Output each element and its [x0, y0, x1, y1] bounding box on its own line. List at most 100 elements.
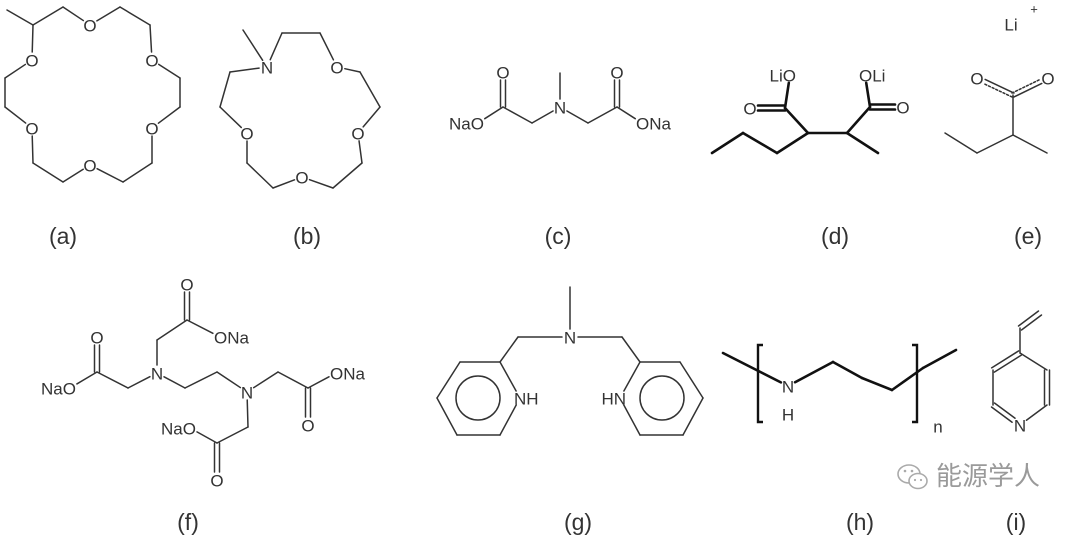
bond — [566, 110, 589, 124]
bond — [783, 106, 810, 135]
bond — [242, 29, 264, 62]
bond — [775, 131, 810, 155]
atom-label: O — [145, 52, 158, 71]
atom-label: N — [241, 384, 253, 403]
bond — [623, 361, 641, 392]
bond — [277, 371, 309, 389]
atom-label: + — [1030, 2, 1038, 17]
atom-label: O — [90, 329, 103, 348]
bond — [990, 350, 1020, 369]
bond — [119, 6, 151, 26]
bond — [246, 162, 274, 189]
bond — [710, 131, 745, 155]
caption-f: (f) — [177, 509, 199, 535]
bond — [76, 371, 98, 385]
bond — [993, 402, 1016, 419]
bond — [1025, 404, 1048, 421]
caption-d: (d) — [821, 223, 849, 249]
atom-label: O — [970, 70, 983, 89]
atom-label: NaO — [161, 420, 196, 439]
bond — [96, 6, 121, 22]
atom-label: O — [610, 64, 623, 83]
bond — [890, 366, 925, 392]
atom-label: O — [1041, 70, 1054, 89]
bond — [332, 162, 363, 189]
atom-label: O — [210, 472, 223, 491]
atom-label: Li — [1004, 16, 1017, 35]
bond — [483, 106, 504, 120]
atom-label: O — [145, 120, 158, 139]
bond — [502, 106, 533, 124]
bond — [157, 63, 181, 79]
bond — [127, 375, 151, 389]
bond — [196, 431, 218, 444]
bond — [783, 81, 791, 110]
caption-a: (a) — [49, 223, 77, 249]
bond — [219, 71, 231, 108]
bond — [845, 131, 880, 155]
atom-label: N — [782, 378, 794, 397]
bond — [721, 351, 783, 384]
atom-label: O — [301, 417, 314, 436]
caption-b: (b) — [293, 223, 321, 249]
atom-label: H — [782, 406, 794, 425]
bond — [308, 178, 334, 189]
bond — [499, 361, 517, 392]
atom-label: NaO — [41, 380, 76, 399]
bond — [436, 361, 461, 399]
atom-label: HN — [601, 390, 626, 409]
atom-label: N — [564, 329, 576, 348]
caption-i: (i) — [1006, 509, 1026, 535]
bond — [944, 132, 978, 154]
bond — [246, 399, 249, 428]
bond — [679, 361, 704, 399]
bond — [362, 106, 381, 128]
caption-g: (g) — [564, 509, 592, 535]
polymer-bracket — [912, 343, 919, 424]
bond — [62, 168, 84, 183]
atom-label: N — [554, 99, 566, 118]
bond — [531, 110, 554, 124]
bond — [252, 371, 279, 389]
bond — [860, 376, 894, 392]
bond — [216, 371, 242, 389]
caption-c: (c) — [545, 223, 572, 249]
bond — [32, 6, 64, 26]
bond — [344, 67, 361, 73]
bond — [993, 354, 1023, 373]
atom-label: O — [496, 64, 509, 83]
atom-label: N — [261, 59, 273, 78]
bond — [157, 106, 181, 124]
atom-label: O — [25, 120, 38, 139]
atom-label: ONa — [636, 115, 672, 134]
bond — [219, 106, 242, 129]
bond — [229, 67, 260, 73]
atom-label: N — [151, 365, 163, 384]
atom-label: O — [240, 125, 253, 144]
bond — [921, 348, 958, 370]
bond — [499, 404, 517, 436]
atom-label: NaO — [449, 115, 484, 134]
bond — [587, 106, 618, 124]
bond — [845, 105, 872, 135]
bond — [621, 336, 641, 363]
bond — [163, 376, 186, 389]
atom-label: ONa — [330, 365, 366, 384]
atom-label: ONa — [214, 329, 250, 348]
wechat-icon — [897, 464, 928, 490]
bond — [864, 81, 872, 109]
atom-label: LiO — [770, 67, 796, 86]
caption-h: (h) — [846, 509, 874, 535]
bond — [6, 9, 34, 26]
bond — [307, 376, 330, 389]
bond — [62, 6, 85, 22]
bond — [359, 71, 381, 108]
bond — [96, 167, 124, 183]
